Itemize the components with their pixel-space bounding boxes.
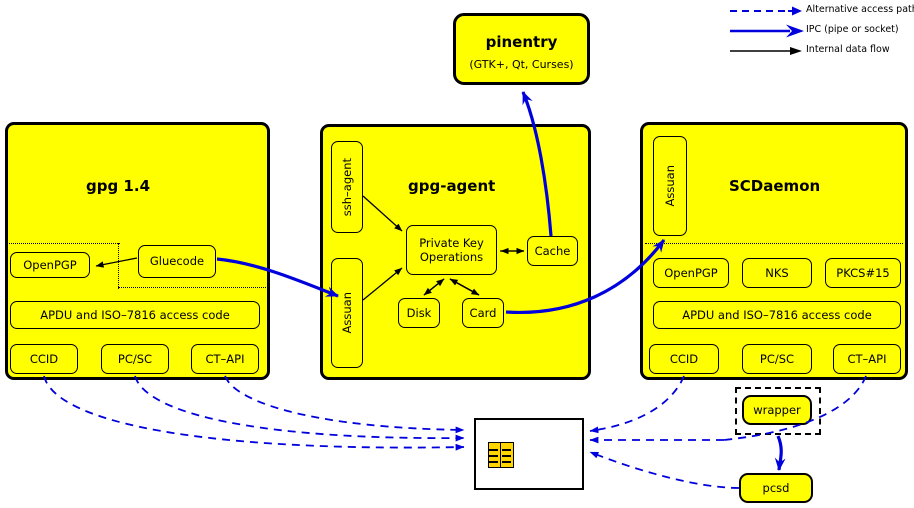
pcsd-node[interactable]: pcsd	[739, 473, 813, 503]
alt-path-scd-ccid-to-card	[589, 375, 685, 434]
gpg-panel[interactable]	[5, 122, 270, 380]
pko-line1: Private Key	[419, 235, 484, 250]
legend-label: Alternative access paths	[806, 4, 914, 15]
scdaemon-app-pkcs15[interactable]: PKCS#15	[825, 258, 901, 288]
legend-item-alternative-access-paths: Alternative access paths	[726, 2, 914, 20]
legend-label: IPC (pipe or socket)	[806, 24, 899, 35]
smartcard-node[interactable]	[474, 418, 584, 490]
scdaemon-app-nks[interactable]: NKS	[742, 258, 812, 288]
scdaemon-app-openpgp[interactable]: OpenPGP	[653, 258, 729, 288]
gpg-agent-assuan-node[interactable]: Assuan	[331, 258, 363, 368]
card-node[interactable]: Card	[462, 298, 504, 328]
gpg-agent-panel-title: gpg-agent	[408, 177, 496, 195]
scdaemon-panel-title: SCDaemon	[729, 177, 821, 195]
gpg-gluecode-node[interactable]: Gluecode	[138, 245, 216, 278]
scdaemon-driver-ctapi[interactable]: CT–API	[833, 344, 901, 374]
gpg-dotted-seg-bottom-right	[118, 287, 270, 289]
pko-line2: Operations	[419, 250, 484, 264]
gpg-driver-ccid[interactable]: CCID	[10, 344, 78, 374]
legend-item-internal-data-flow: Internal data flow	[726, 42, 914, 60]
gpg-agent-ssh-agent-node[interactable]: ssh–agent	[331, 141, 363, 233]
pinentry-title: pinentry	[485, 33, 558, 51]
cache-node[interactable]: Cache	[527, 236, 578, 266]
ssh-agent-label: ssh–agent	[339, 157, 354, 217]
alt-path-gpg-ctapi-to-card	[224, 375, 465, 434]
pinentry-node[interactable]: pinentry (GTK+, Qt, Curses)	[453, 13, 590, 85]
wrapper-node[interactable]: wrapper	[742, 395, 812, 425]
gpg-panel-title: gpg 1.4	[86, 177, 151, 195]
scdaemon-driver-pcsc[interactable]: PC/SC	[742, 344, 812, 374]
private-key-operations-node[interactable]: Private Key Operations	[406, 225, 497, 275]
legend-item-ipc: IPC (pipe or socket)	[726, 22, 914, 40]
legend-label: Internal data flow	[806, 44, 890, 55]
gpg-driver-pcsc[interactable]: PC/SC	[101, 344, 169, 374]
gpg-apdu-node[interactable]: APDU and ISO–7816 access code	[10, 301, 260, 329]
scdaemon-assuan-node[interactable]: Assuan	[653, 136, 687, 236]
scdaemon-divider	[645, 243, 903, 244]
smartcard-chip-icon	[488, 442, 514, 468]
gpg-dotted-seg-vert	[118, 243, 120, 289]
assuan-label: Assuan	[339, 292, 354, 334]
legend: Alternative access paths IPC (pipe or so…	[726, 2, 914, 58]
alt-path-gpg-ccid-to-card	[43, 375, 465, 451]
gpg-dotted-seg-top-left	[7, 243, 120, 245]
gpg-openpgp-node[interactable]: OpenPGP	[10, 252, 90, 278]
scdaemon-driver-ccid[interactable]: CCID	[649, 344, 719, 374]
scdaemon-apdu-node[interactable]: APDU and ISO–7816 access code	[653, 301, 901, 329]
alt-path-pcsd-to-card	[589, 451, 740, 489]
alt-path-gpg-pcsc-to-card	[134, 375, 465, 442]
gpg-driver-ctapi[interactable]: CT–API	[191, 344, 259, 374]
assuan-label: Assuan	[662, 165, 677, 207]
ipc-wrapper-to-pcsd	[774, 435, 786, 471]
pinentry-subtitle: (GTK+, Qt, Curses)	[469, 58, 574, 71]
disk-node[interactable]: Disk	[398, 298, 440, 328]
